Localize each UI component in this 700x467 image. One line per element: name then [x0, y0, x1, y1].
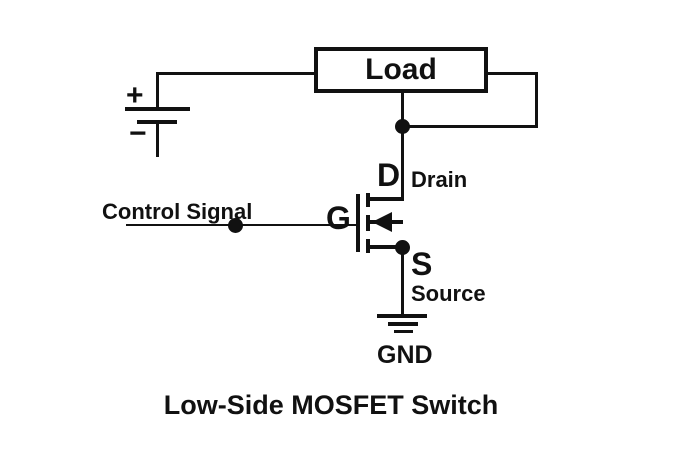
wire-load-right-vertical — [535, 72, 538, 128]
wire-battery-negative-lead — [156, 124, 159, 157]
wire-load-right-bottom — [403, 125, 538, 128]
source-letter-label: S — [411, 246, 433, 282]
source-word-label: Source — [411, 281, 486, 306]
wire-battery-to-load — [156, 72, 316, 75]
wire-battery-positive-lead — [156, 72, 159, 110]
drain-letter-label: D — [377, 157, 401, 193]
mosfet-body-arrow-icon — [372, 212, 392, 232]
junction-dot-drain-node — [395, 119, 410, 134]
ground-label: GND — [377, 341, 433, 369]
battery-minus-sign: − — [129, 117, 147, 150]
wire-source-to-ground — [401, 248, 404, 316]
load-label: Load — [365, 53, 437, 86]
battery-negative-plate — [137, 120, 177, 124]
mosfet-source-branch — [368, 245, 403, 249]
ground-bar-long — [377, 314, 427, 318]
battery-plus-sign: + — [126, 79, 144, 112]
diagram-title: Low-Side MOSFET Switch — [163, 390, 499, 420]
mosfet-gate-bar — [356, 194, 360, 252]
junction-dot-source-node — [395, 240, 410, 255]
mosfet-drain-branch — [368, 197, 403, 201]
control-signal-label: Control Signal — [102, 199, 253, 224]
wire-load-right-top — [486, 72, 538, 75]
load-box: Load — [314, 47, 488, 93]
junction-dot-control — [228, 218, 243, 233]
ground-bar-middle — [388, 322, 418, 326]
drain-word-label: Drain — [411, 167, 468, 192]
gate-letter-label: G — [326, 200, 351, 236]
battery-positive-plate — [125, 107, 190, 111]
wire-load-to-drain — [401, 91, 404, 201]
ground-bar-short — [394, 330, 413, 333]
